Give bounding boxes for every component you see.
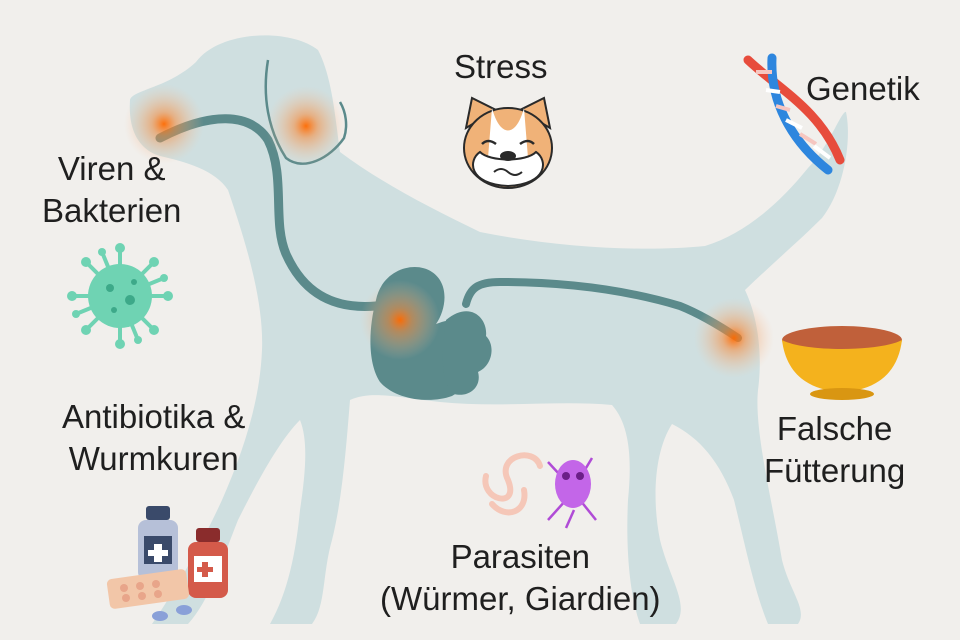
virus-icon [67, 243, 173, 349]
label-viren: Viren & Bakterien [42, 148, 181, 232]
dog-silhouette [129, 35, 848, 624]
sad-corgi-face-icon [463, 96, 553, 189]
label-fuetterung: Falsche Fütterung [764, 408, 905, 492]
label-viren-line1: Viren & [57, 150, 166, 187]
hotspot-stomach [360, 280, 440, 360]
hotspot-mouth [124, 84, 204, 164]
label-antibiotika: Antibiotika & Wurmkuren [62, 396, 245, 480]
label-antibiotika-line1: Antibiotika & [62, 398, 246, 435]
label-fuetterung-line1: Falsche [776, 410, 893, 447]
label-parasiten: Parasiten (Würmer, Giardien) [380, 536, 661, 620]
food-bowl-icon [782, 326, 902, 400]
dna-helix-icon [743, 53, 845, 175]
label-genetik: Genetik [806, 68, 920, 110]
label-antibiotika-line2: Wurmkuren [68, 440, 239, 478]
label-fuetterung-line2: Fütterung [764, 452, 906, 490]
medicine-bottles-pills-icon [106, 506, 228, 621]
label-parasiten-line2: (Würmer, Giardien) [380, 580, 661, 618]
label-viren-line2: Bakterien [42, 192, 182, 230]
worm-and-giardia-icon [482, 452, 597, 529]
hotspot-rear [694, 298, 774, 378]
hotspot-brain [266, 86, 346, 166]
label-stress: Stress [454, 46, 548, 88]
label-genetik-text: Genetik [806, 70, 920, 107]
intestine-coils [442, 311, 492, 395]
label-parasiten-line1: Parasiten [450, 538, 590, 575]
label-stress-text: Stress [454, 48, 548, 85]
esophagus [155, 114, 381, 311]
